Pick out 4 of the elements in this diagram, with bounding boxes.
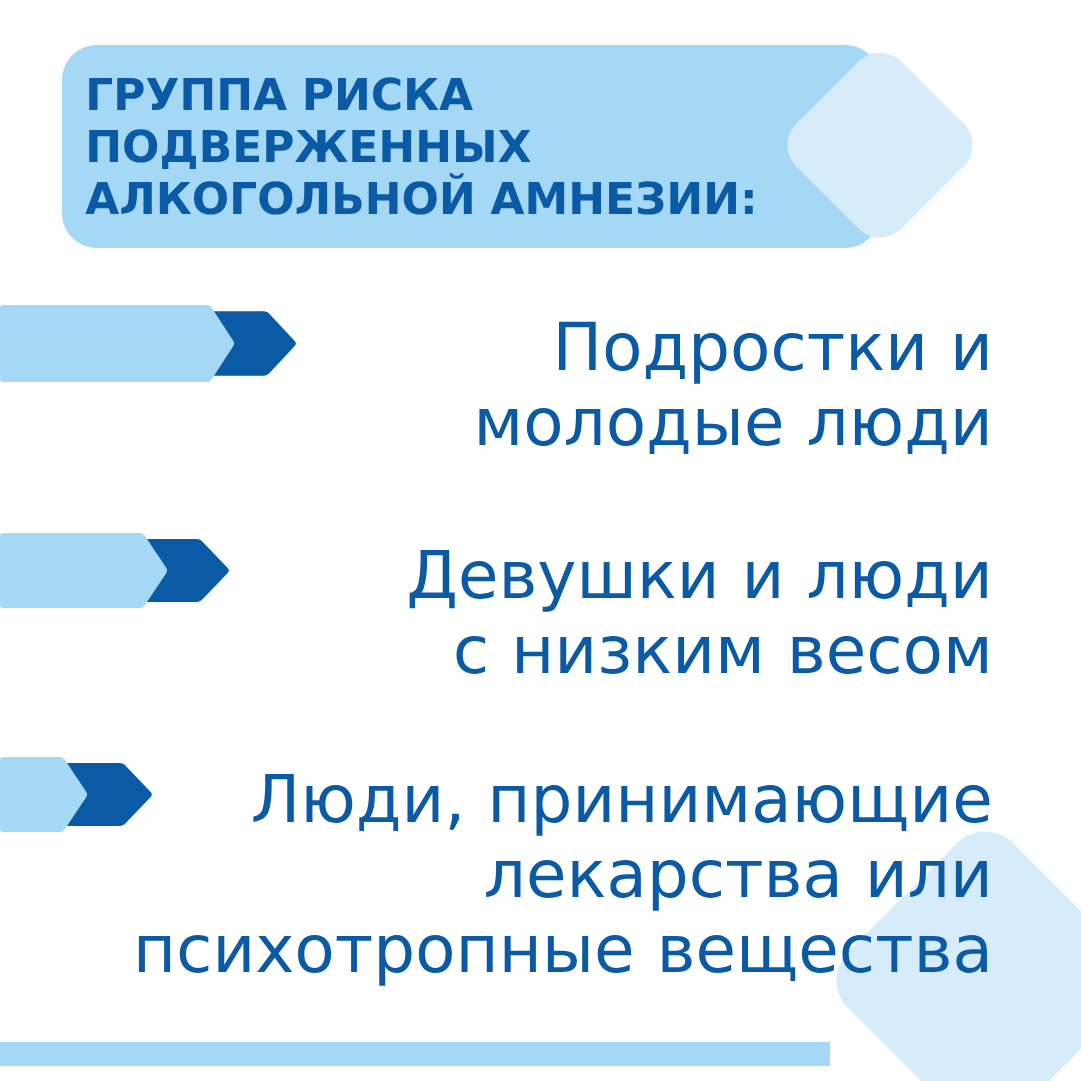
list-item-text: Девушки и люди с низким весом: [409, 549, 987, 674]
list-item-text: Люди, принимающие лекарства или психотропные вещества: [138, 773, 990, 986]
list-item-text: Подростки и молодые люди: [479, 321, 987, 455]
title-banner: ГРУППА РИСКА ПОДВЕРЖЕННЫХ АЛКОГОЛЬНОЙ АМНЕЗИИ:: [62, 45, 973, 248]
